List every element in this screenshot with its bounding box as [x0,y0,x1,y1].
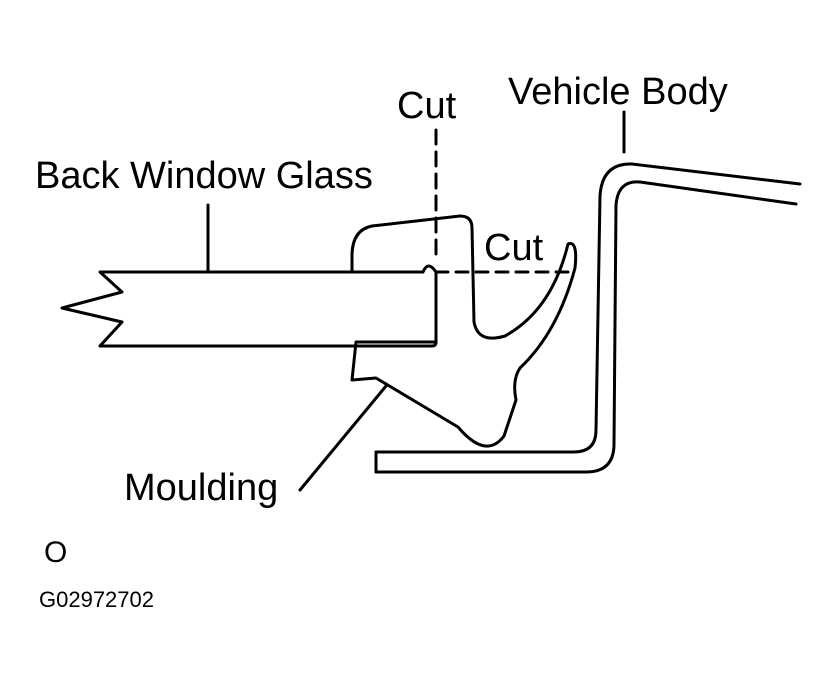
cut-label-right: Cut [484,227,544,269]
back-window-glass [60,270,438,348]
leader-moulding [298,384,388,492]
vehicle-body-outer [374,162,802,454]
figure-code: G02972702 [39,587,154,612]
moulding [350,214,578,448]
vehicle-body-label: Vehicle Body [508,71,728,113]
vehicle-body-inner [374,180,798,474]
cut-label-top: Cut [397,85,457,127]
moulding-label: Moulding [124,467,279,509]
view-marker: O [44,536,68,569]
back-window-glass-label: Back Window Glass [35,155,373,197]
